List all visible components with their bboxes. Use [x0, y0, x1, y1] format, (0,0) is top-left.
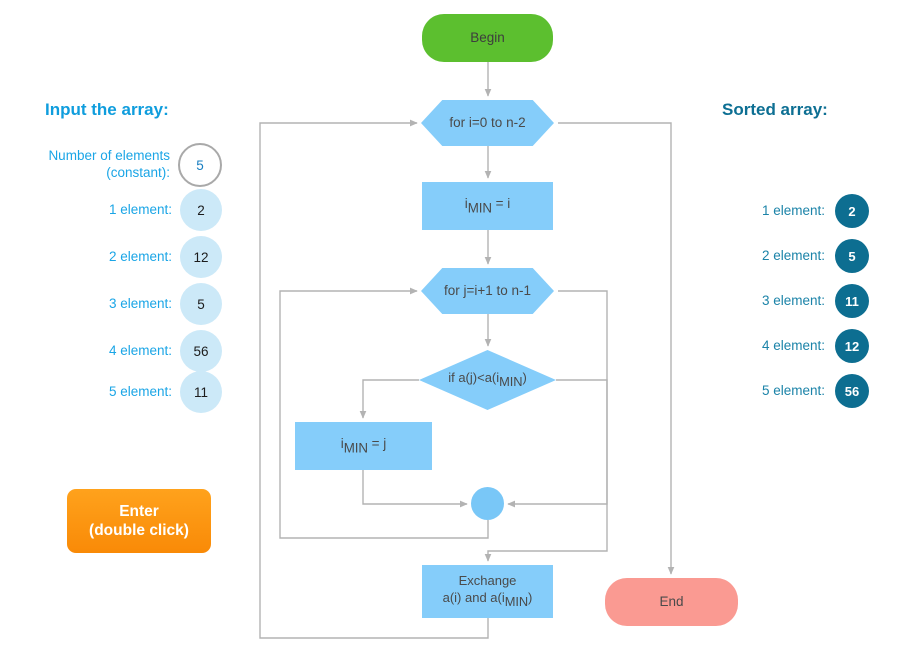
input-value-1[interactable]: 2	[180, 189, 222, 231]
input-row-4: 4 element: 56	[10, 330, 222, 372]
imin-i-sub: MIN	[467, 200, 492, 216]
input-label-4: 4 element:	[108, 342, 172, 358]
flow-node-imin-assign-j-label: iMIN = j	[341, 435, 387, 457]
flow-node-imin-assign-i-label: iMIN = i	[465, 195, 511, 217]
sorted-value-3: 11	[835, 284, 869, 318]
input-label-5: 5 element:	[108, 383, 172, 399]
input-panel-title: Input the array:	[45, 100, 169, 119]
input-value-4[interactable]: 56	[180, 330, 222, 372]
sorted-label-5: 5 element:	[761, 382, 825, 398]
flow-node-if-condition-label: if a(j)<a(iMIN)	[448, 370, 527, 391]
sorted-value-4: 12	[835, 329, 869, 363]
enter-button-line1: Enter	[119, 502, 159, 520]
sorted-row-4: 4 element: 12	[700, 329, 869, 363]
flow-node-for-j-label: for j=i+1 to n-1	[443, 283, 532, 299]
flow-node-imin-assign-j[interactable]: iMIN = j	[295, 422, 432, 470]
number-of-elements-row: Number of elements (constant): 5	[10, 143, 222, 187]
sorted-row-1: 1 element: 2	[700, 194, 869, 228]
enter-button[interactable]: Enter (double click)	[67, 489, 211, 553]
input-value-3[interactable]: 5	[180, 283, 222, 325]
exchange-line1: Exchange	[458, 572, 517, 588]
input-label-3: 3 element:	[108, 295, 172, 311]
sorted-label-2: 2 element:	[761, 247, 825, 263]
exchange-line2-sub: MIN	[504, 593, 529, 609]
sorted-value-5: 56	[835, 374, 869, 408]
number-of-elements-label: Number of elements (constant):	[48, 148, 170, 182]
if-tail: )	[522, 369, 527, 385]
sorted-label-1: 1 element:	[761, 202, 825, 218]
sorted-panel-title: Sorted array:	[722, 100, 828, 119]
if-base: if a(j)<a(i	[448, 369, 500, 385]
flow-node-for-i-label: for i=0 to n-2	[449, 115, 526, 131]
input-row-5: 5 element: 11	[10, 371, 222, 413]
number-of-elements-input[interactable]: 5	[178, 143, 222, 187]
flow-node-end-label: End	[659, 594, 684, 610]
sorted-label-3: 3 element:	[761, 292, 825, 308]
input-label-1: 1 element:	[108, 201, 172, 217]
flow-node-merge-point[interactable]	[471, 487, 504, 520]
input-value-2[interactable]: 12	[180, 236, 222, 278]
number-of-elements-label-line2: (constant):	[106, 165, 170, 180]
imin-i-tail: = i	[491, 196, 511, 212]
sorted-value-1: 2	[835, 194, 869, 228]
flow-node-begin-label: Begin	[470, 30, 505, 46]
flow-node-imin-assign-i[interactable]: iMIN = i	[422, 182, 553, 230]
flow-node-for-j[interactable]: for j=i+1 to n-1	[421, 268, 554, 314]
sorted-row-5: 5 element: 56	[700, 374, 869, 408]
flow-node-begin[interactable]: Begin	[422, 14, 553, 62]
sorted-label-4: 4 element:	[761, 337, 825, 353]
enter-button-line2: (double click)	[89, 522, 189, 539]
if-sub: MIN	[499, 373, 523, 389]
flow-node-for-i[interactable]: for i=0 to n-2	[421, 100, 554, 146]
flow-node-if-condition[interactable]: if a(j)<a(iMIN)	[419, 350, 556, 410]
flow-node-end[interactable]: End	[605, 578, 738, 626]
exchange-line2-base: a(i) and a(i	[442, 589, 505, 605]
input-label-2: 2 element:	[108, 248, 172, 264]
sorted-row-3: 3 element: 11	[700, 284, 869, 318]
number-of-elements-label-line1: Number of elements	[48, 148, 170, 164]
imin-j-sub: MIN	[343, 440, 368, 456]
input-row-1: 1 element: 2	[10, 189, 222, 231]
exchange-line2-tail: )	[528, 589, 533, 605]
input-row-3: 3 element: 5	[10, 283, 222, 325]
sorted-value-2: 5	[835, 239, 869, 273]
input-row-2: 2 element: 12	[10, 236, 222, 278]
input-value-5[interactable]: 11	[180, 371, 222, 413]
imin-j-tail: = j	[367, 436, 387, 452]
sorted-row-2: 2 element: 5	[700, 239, 869, 273]
